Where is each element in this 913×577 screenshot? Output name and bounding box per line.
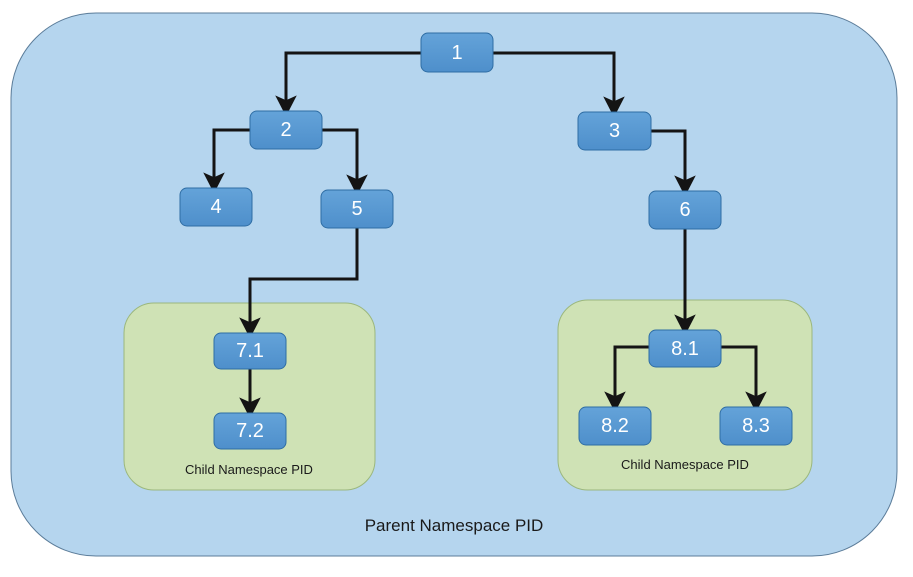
- process-node-n5[interactable]: [320, 189, 394, 229]
- process-node-n1[interactable]: [420, 32, 494, 73]
- process-node-n4[interactable]: [179, 187, 253, 227]
- process-node-n81[interactable]: [648, 329, 722, 368]
- process-node-n82[interactable]: [578, 406, 652, 446]
- regions-layer: [10, 12, 898, 557]
- process-node-n3[interactable]: [577, 111, 652, 151]
- process-node-n2[interactable]: [249, 110, 323, 150]
- process-node-n83[interactable]: [719, 406, 793, 446]
- connector-e1-2: [275, 51, 457, 117]
- process-node-n72[interactable]: [213, 412, 287, 450]
- connector-e5-71: [239, 228, 359, 339]
- edges-layer: [203, 51, 767, 419]
- connector-e3-6: [651, 129, 696, 197]
- process-node-n6[interactable]: [648, 190, 722, 230]
- process-node-n71[interactable]: [213, 332, 287, 370]
- region-child-namespace-right: [557, 299, 813, 491]
- nodes-layer: [179, 32, 793, 450]
- connector-e1-3: [457, 51, 625, 118]
